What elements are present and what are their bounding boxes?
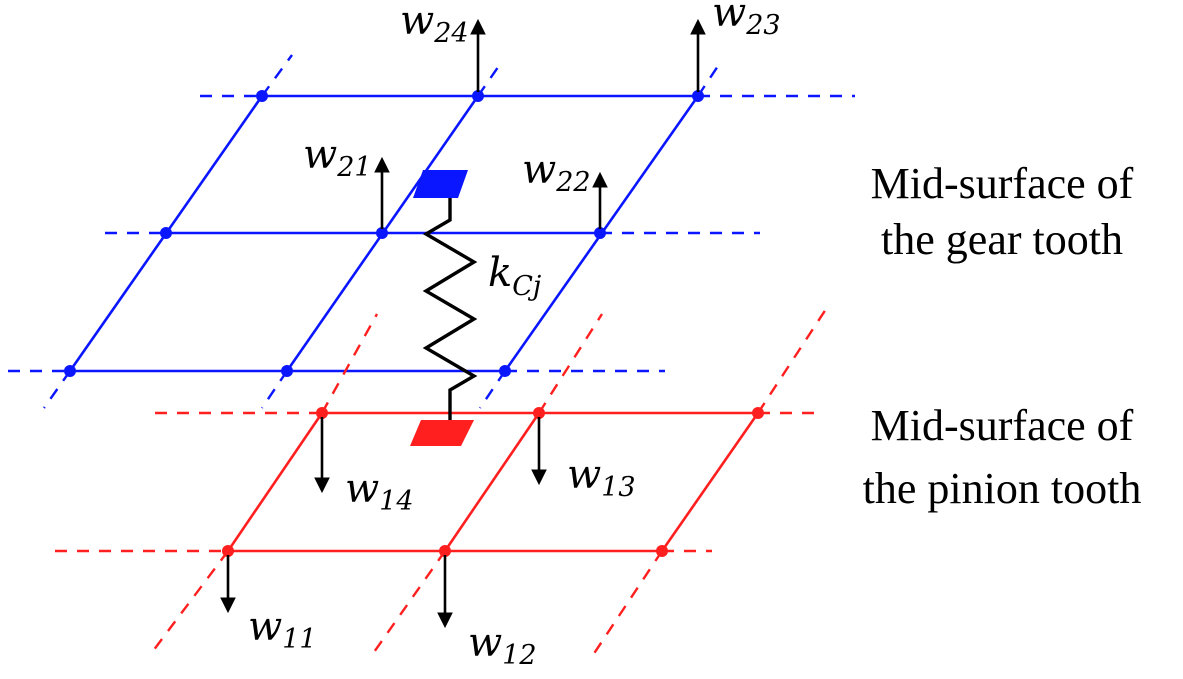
gear-mid-surface-grid <box>8 54 855 409</box>
caption-gear-line1: Mid-surface of <box>871 159 1134 208</box>
label-spring-stiffness: kCj <box>488 250 541 302</box>
caption-pinion-line1: Mid-surface of <box>871 401 1134 450</box>
label-w12: w12 <box>468 620 537 671</box>
pinion-col-left <box>226 412 324 552</box>
caption-pinion-line2: the pinion tooth <box>863 464 1142 513</box>
label-w22: w22 <box>522 147 591 198</box>
label-w23: w23 <box>712 0 781 41</box>
pinion-contact-pad <box>410 420 474 446</box>
gear-nodes <box>64 90 704 377</box>
pinion-nodes <box>222 407 764 557</box>
surface-captions: Mid-surface of the gear tooth Mid-surfac… <box>863 159 1142 513</box>
label-w14: w14 <box>345 466 414 517</box>
gear-grid-extensions <box>8 54 855 409</box>
pinion-mid-surface-grid <box>55 305 830 656</box>
pinion-displacement-arrows <box>220 417 547 629</box>
label-w21: w21 <box>303 132 372 183</box>
gear-displacement-arrows <box>374 18 706 229</box>
pinion-grid-extensions <box>55 305 830 656</box>
label-w13: w13 <box>567 452 636 503</box>
gear-contact-pad <box>413 170 468 198</box>
pinion-col-right <box>660 412 760 552</box>
label-w24: w24 <box>400 0 469 49</box>
contact-spring <box>410 170 478 446</box>
pinion-col-center <box>443 412 541 552</box>
displacement-labels: w24 w23 w21 w22 w14 w13 w11 w12 <box>248 0 781 671</box>
label-w11: w11 <box>248 604 317 655</box>
caption-gear-line2: the gear tooth <box>881 215 1123 264</box>
spring-coil <box>422 198 478 420</box>
